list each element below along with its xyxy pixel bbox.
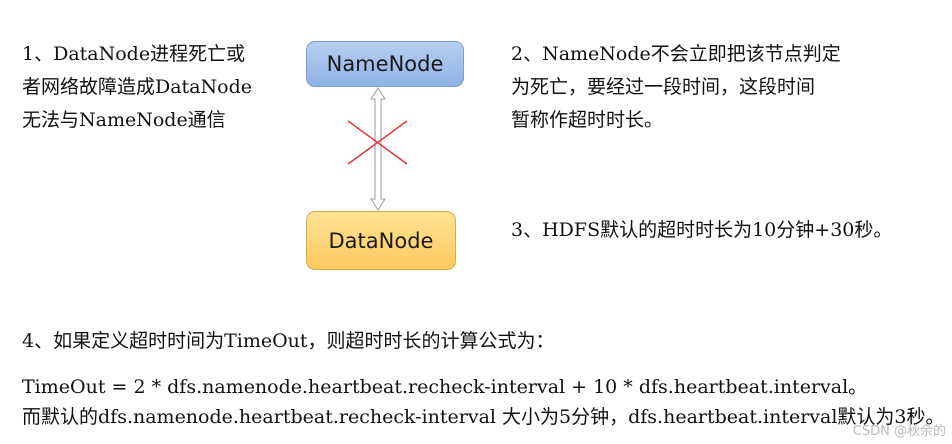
note-4: 4、如果定义超时时间为TimeOut，则超时时长的计算公式为： [22, 330, 555, 352]
double-arrow [370, 87, 386, 211]
datanode-box: DataNode [306, 211, 456, 270]
note-2-line-3: 暂称作超时时长。 [511, 109, 664, 131]
note-2: 2、NameNode不会立即把该节点判定 为死亡，要经过一段时间，这段时间 暂称… [511, 38, 841, 137]
default-values: 而默认的dfs.namenode.heartbeat.recheck-inter… [22, 406, 945, 428]
formula-block: TimeOut = 2 * dfs.namenode.heartbeat.rec… [22, 372, 945, 432]
timeout-formula: TimeOut = 2 * dfs.namenode.heartbeat.rec… [22, 376, 868, 398]
namenode-box: NameNode [306, 41, 464, 87]
note-1: 1、DataNode进程死亡或 者网络故障造成DataNode 无法与NameN… [22, 38, 252, 137]
note-2-line-1: 2、NameNode不会立即把该节点判定 [511, 43, 841, 65]
note-1-line-3: 无法与NameNode通信 [22, 109, 226, 131]
note-3: 3、HDFS默认的超时时长为10分钟+30秒。 [511, 219, 893, 241]
double-arrow-shape [370, 87, 386, 211]
note-2-line-2: 为死亡，要经过一段时间，这段时间 [511, 76, 816, 98]
note-1-line-2: 者网络故障造成DataNode [22, 76, 252, 98]
note-1-line-1: 1、DataNode进程死亡或 [22, 43, 246, 65]
red-cross-icon [347, 120, 408, 165]
watermark: CSDN @秋余的 [852, 424, 946, 439]
